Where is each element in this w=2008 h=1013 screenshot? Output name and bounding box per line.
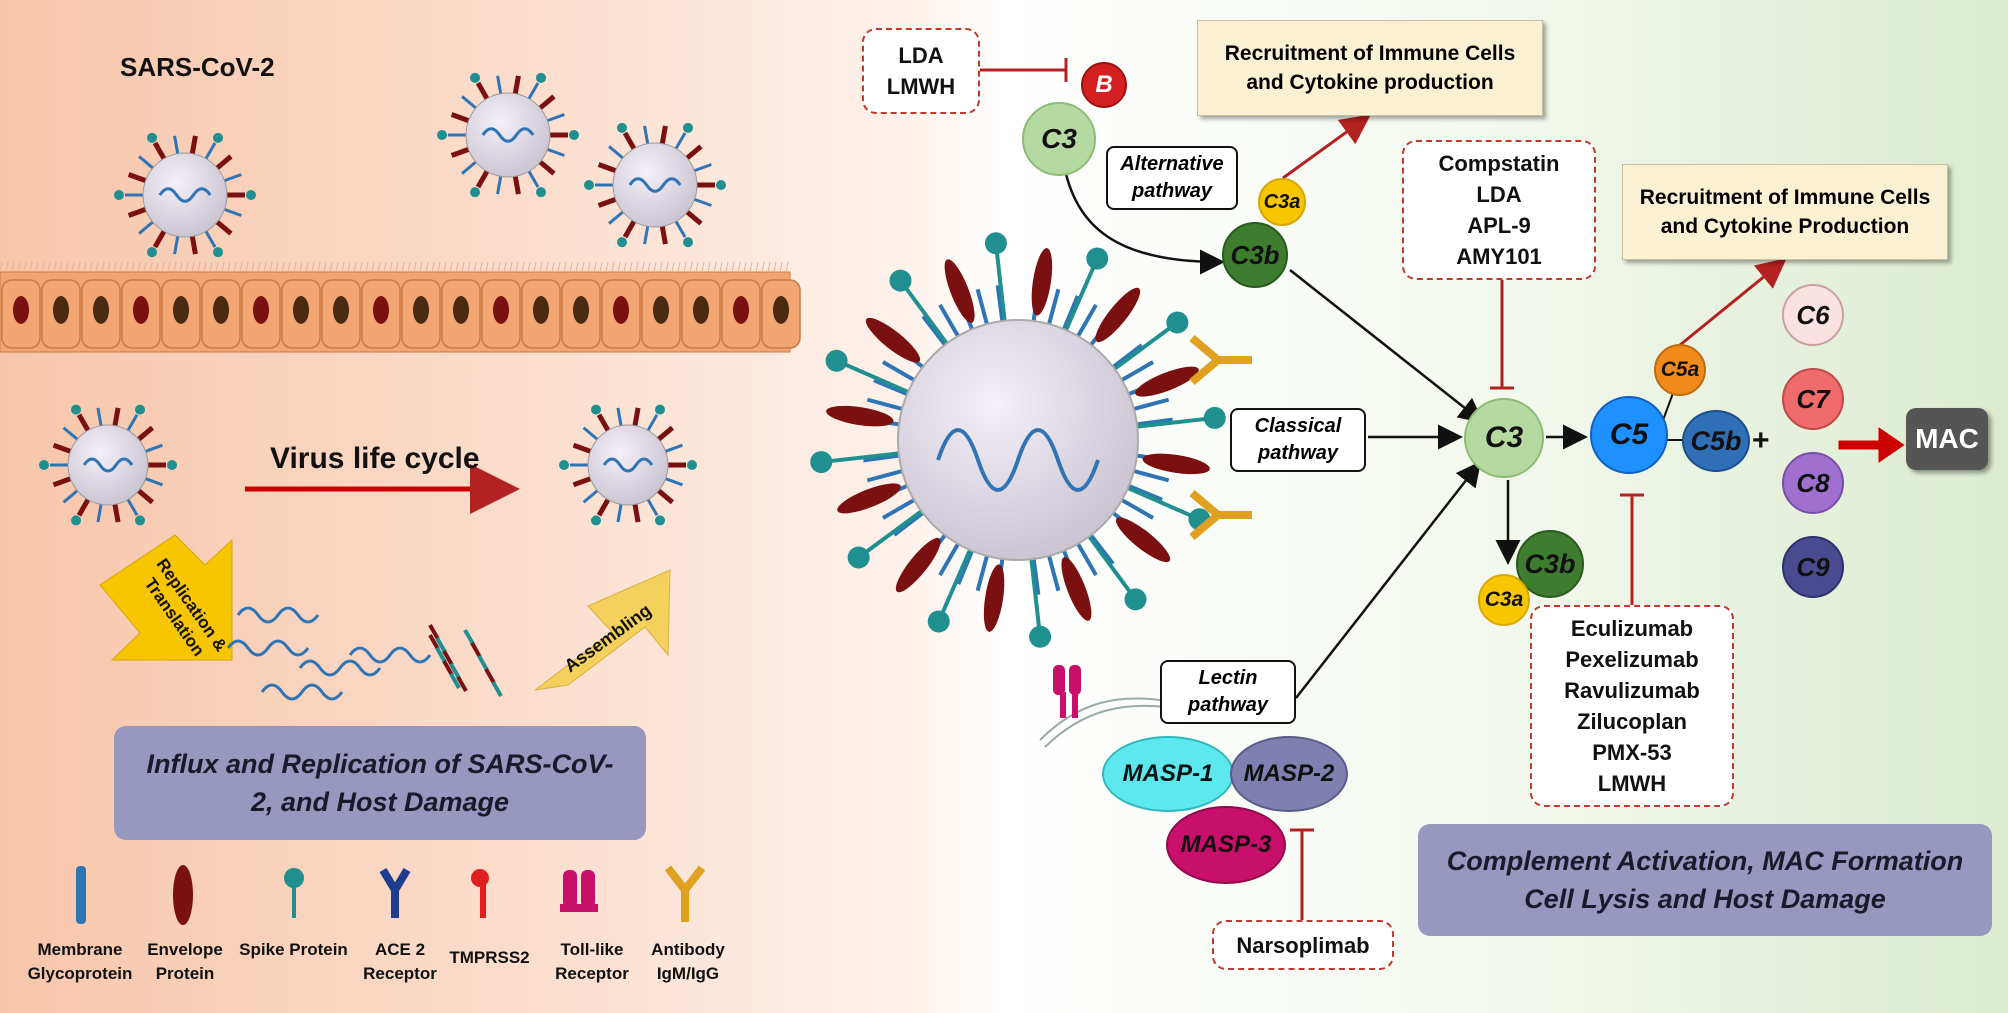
inhibitor-apl9: APL-9 <box>1467 213 1531 238</box>
inhibitor-lda-c3: LDA <box>1476 182 1522 207</box>
plus-sign: + <box>1752 424 1770 457</box>
recruitment-box-top: Recruitment of Immune Cells and Cytokine… <box>1197 20 1543 116</box>
large-virus-particle <box>810 232 1226 648</box>
classical-pathway-box: Classical pathway <box>1230 408 1366 472</box>
tmprss2-icon <box>471 869 489 918</box>
inhibitor-pmx53: PMX-53 <box>1592 740 1672 765</box>
ace2-receptor-icon <box>379 867 411 918</box>
rna-strands <box>226 606 503 701</box>
c3-alternative: C3 <box>1022 102 1096 176</box>
masp-inhibitor-box: Narsoplimab <box>1212 920 1394 970</box>
legend-label-tlr: Toll-like Receptor <box>555 940 629 983</box>
c9: C9 <box>1782 536 1844 598</box>
legend-label-envelope: Envelope Protein <box>147 940 223 983</box>
inhibitor-amy101: AMY101 <box>1456 244 1542 269</box>
masp-3: MASP-3 <box>1166 806 1286 884</box>
replication-arrow <box>99 534 233 661</box>
recruitment-arrows <box>1282 114 1787 347</box>
masp-1: MASP-1 <box>1102 736 1234 812</box>
inhibitor-lmwh-c5: LMWH <box>1597 771 1667 796</box>
legend-icons <box>76 865 706 925</box>
inhibitor-lmwh: LMWH <box>886 74 956 99</box>
virus-title: SARS-CoV-2 <box>120 52 275 82</box>
virus-particles <box>39 72 726 526</box>
spike-protein-icon <box>284 868 304 918</box>
legend-label-antibody: Antibody IgM/IgG <box>651 940 725 983</box>
factor-b: B <box>1081 62 1127 108</box>
recruitment-box-right: Recruitment of Immune Cells and Cytokine… <box>1622 164 1948 260</box>
lectin-receptor-graphic <box>1039 665 1166 748</box>
assembling-arrow <box>534 569 671 691</box>
antibodies-bound <box>1189 334 1252 541</box>
legend-label-ace2: ACE 2 Receptor <box>363 940 437 983</box>
c3b-bottom: C3b <box>1516 530 1584 598</box>
inhibitor-pexelizumab: Pexelizumab <box>1565 647 1699 672</box>
inhibitor-eculizumab: Eculizumab <box>1570 616 1694 641</box>
inhibitor-lda: LDA <box>898 43 944 68</box>
c3-center: C3 <box>1464 398 1544 478</box>
inhibitor-compstatin: Compstatin <box>1438 151 1560 176</box>
c5: C5 <box>1590 396 1668 474</box>
inhibitor-zilucoplan: Zilucoplan <box>1577 709 1687 734</box>
c3a-top: C3a <box>1258 178 1306 226</box>
c6: C6 <box>1782 284 1844 346</box>
life-cycle-label: Virus life cycle <box>270 442 480 475</box>
right-summary: Complement Activation, MAC Formation Cel… <box>1418 824 1992 936</box>
legend-label-membrane: Membrane Glycoprotein <box>27 940 133 983</box>
masp-2: MASP-2 <box>1230 736 1348 812</box>
membrane-glycoprotein-icon <box>76 866 86 924</box>
legend-label-spike: Spike Protein <box>239 940 348 959</box>
antibody-icon <box>664 865 706 922</box>
c3a-bottom: C3a <box>1478 574 1530 626</box>
legend-label-tmprss2: TMPRSS2 <box>449 948 530 967</box>
c5-inhibitors-box: Eculizumab Pexelizumab Ravulizumab Ziluc… <box>1530 605 1734 807</box>
left-summary: Influx and Replication of SARS-CoV-2, an… <box>114 726 646 840</box>
lectin-pathway-box: Lectin pathway <box>1160 660 1296 724</box>
c5a: C5a <box>1654 344 1706 396</box>
envelope-protein-icon <box>173 865 193 925</box>
c8: C8 <box>1782 452 1844 514</box>
host-cell-layer <box>0 261 801 353</box>
c7: C7 <box>1782 368 1844 430</box>
alternative-inhibitors-box: LDA LMWH <box>862 28 980 114</box>
toll-like-receptor-icon <box>560 870 598 912</box>
c3-inhibitors-box: Compstatin LDA APL-9 AMY101 <box>1402 140 1596 280</box>
inhibition-lines <box>980 58 1644 920</box>
alternative-pathway-box: Alternative pathway <box>1106 146 1238 210</box>
c5b: C5b <box>1682 410 1750 472</box>
inhibitor-ravulizumab: Ravulizumab <box>1564 678 1700 703</box>
mac-box: MAC <box>1906 408 1988 470</box>
pathway-arrows <box>1061 159 1905 699</box>
c3b-top: C3b <box>1222 222 1288 288</box>
